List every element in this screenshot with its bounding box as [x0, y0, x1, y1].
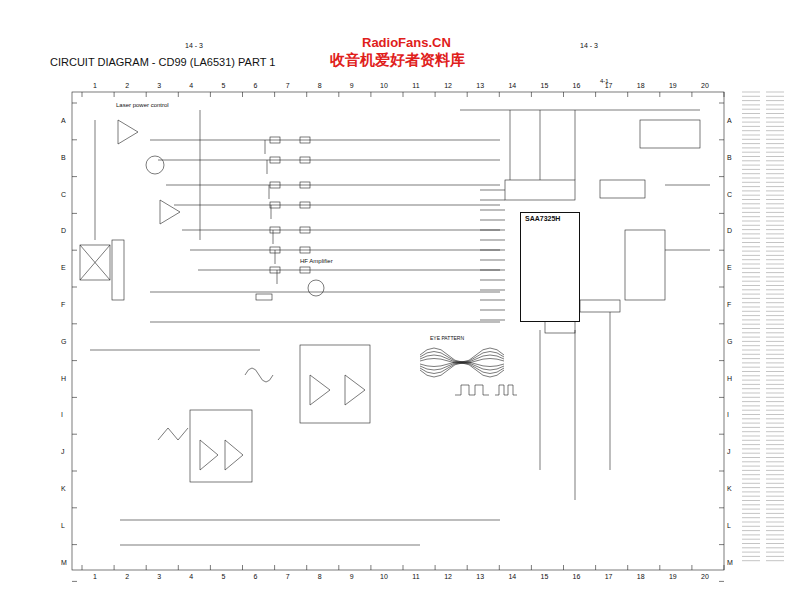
grid-column: 2: [125, 573, 129, 581]
grid-row: G: [61, 338, 66, 346]
grid-column: 12: [444, 573, 452, 581]
grid-column: 19: [669, 82, 677, 90]
grid-row: I: [727, 411, 729, 419]
grid-column: 6: [254, 82, 258, 90]
grid-row: I: [61, 411, 63, 419]
grid-row: H: [61, 375, 66, 383]
grid-row: L: [61, 522, 65, 530]
grid-column: 9: [350, 573, 354, 581]
grid-column: 9: [350, 82, 354, 90]
grid-row: C: [61, 191, 66, 199]
grid-column: 14: [508, 82, 516, 90]
grid-row: K: [727, 485, 732, 493]
grid-row: F: [727, 301, 731, 309]
grid-column: 10: [380, 82, 388, 90]
grid-column: 20: [701, 573, 709, 581]
grid-column: 19: [669, 573, 677, 581]
grid-column: 17: [605, 573, 613, 581]
grid-column: 10: [380, 573, 388, 581]
grid-column: 7: [286, 82, 290, 90]
section-label: Laser power control: [116, 102, 169, 109]
grid-row: A: [727, 117, 732, 125]
grid-column: 18: [637, 573, 645, 581]
watermark: RadioFans.CN: [362, 36, 451, 50]
grid-column: 11: [412, 82, 419, 90]
grid-row: C: [727, 191, 732, 199]
page-number: 14 - 3: [185, 42, 203, 50]
ic-box: SAA7325H: [520, 212, 580, 322]
grid-column: 11: [412, 573, 419, 581]
grid-row: L: [727, 522, 731, 530]
grid-column: 2: [125, 82, 129, 90]
grid-column: 7: [286, 573, 290, 581]
grid-column: 18: [637, 82, 645, 90]
grid-row: H: [727, 375, 732, 383]
grid-column: 13: [476, 573, 484, 581]
grid-column: 5: [221, 573, 225, 581]
grid-row: D: [727, 227, 732, 235]
grid-column: 14: [508, 573, 516, 581]
page-number: 14 - 3: [580, 42, 598, 50]
grid-column: 13: [476, 82, 484, 90]
title: CIRCUIT DIAGRAM - CD99 (LA6531) PART 1: [50, 56, 275, 68]
grid-column: 4: [189, 82, 193, 90]
grid-column: 15: [541, 82, 549, 90]
grid-row: M: [61, 559, 67, 567]
section-label: EYE PATTERN: [430, 336, 464, 342]
frame: [72, 92, 724, 570]
grid-row: M: [727, 559, 733, 567]
grid-column: 8: [318, 82, 322, 90]
grid-column: 8: [318, 573, 322, 581]
grid-row: G: [727, 338, 732, 346]
grid-row: A: [61, 117, 66, 125]
grid-row: F: [61, 301, 65, 309]
grid-row: E: [61, 264, 66, 272]
watermark: 收音机爱好者资料库: [330, 52, 465, 69]
grid-row: J: [61, 448, 65, 456]
grid-column: 15: [541, 573, 549, 581]
grid-column: 20: [701, 82, 709, 90]
grid-row: B: [61, 154, 66, 162]
grid-column: 6: [254, 573, 258, 581]
section-label: HF Amplifier: [300, 258, 333, 265]
grid-column: 1: [93, 82, 97, 90]
grid-column: 16: [573, 82, 581, 90]
grid-column: 17: [605, 82, 613, 90]
grid-column: 5: [221, 82, 225, 90]
grid-row: E: [727, 264, 732, 272]
grid-column: 12: [444, 82, 452, 90]
grid-column: 3: [157, 82, 161, 90]
grid-column: 1: [93, 573, 97, 581]
grid-column: 3: [157, 573, 161, 581]
grid-column: 4: [189, 573, 193, 581]
grid-row: D: [61, 227, 66, 235]
grid-row: K: [61, 485, 66, 493]
ic-name: SAA7325H: [521, 213, 579, 225]
grid-column: 16: [573, 573, 581, 581]
grid-row: J: [727, 448, 731, 456]
grid-row: B: [727, 154, 732, 162]
